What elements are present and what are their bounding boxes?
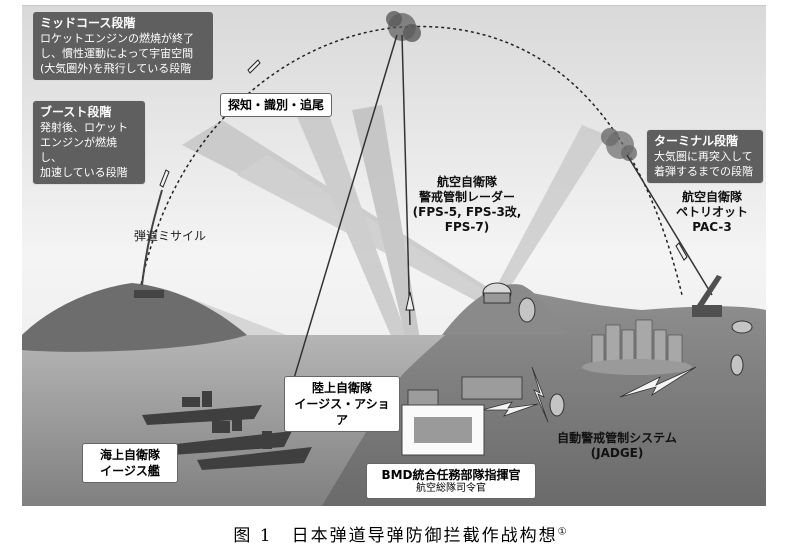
radar-label-line-2: 警戒管制レーダー [418,190,515,204]
boost-line-2: エンジンが燃焼し、 [40,136,117,164]
terminal-line-1: 大気圏に再突入して [654,150,753,163]
boost-title: ブースト段階 [40,105,112,119]
midcourse-title: ミッドコース段階 [40,16,136,30]
patriot-launcher [692,275,722,317]
city [582,319,692,375]
aegis-ship-label: 海上自衛隊 イージス艦 [82,443,178,483]
hill [442,284,567,335]
patriot-label-line-1: 航空自衛隊 [681,190,742,204]
terminal-box: ターミナル段階 大気圏に再突入して 着弾するまでの段階 [646,129,764,184]
illustration: ミッドコース段階 ロケットエンジンの燃焼が終了 し、慣性運動によって宇宙空間 (… [22,5,766,506]
radar-label: 航空自衛隊 警戒管制レーダー (FPS-5, FPS-3改, FPS-7) [402,175,532,235]
patriot-label-line-3: PAC-3 [692,220,732,234]
terminal-title: ターミナル段階 [654,134,739,148]
radar-label-line-4: FPS-7) [444,220,490,234]
comm-links [481,366,697,423]
boost-line-3: 加速している段階 [40,166,128,179]
jadge-line-2: (JADGE) [590,446,644,460]
jadge-line-1: 自動警戒管制システム [557,431,677,445]
left-island [22,283,247,352]
aegis-ship-line-1: 海上自衛隊 [99,448,160,462]
midcourse-line-1: ロケットエンジンの燃焼が終了 [40,32,194,45]
caption-text: 图 1 日本弹道导弹防御拦截作战构想 [233,526,558,546]
aegis-ashore-label: 陸上自衛隊 イージス・アショア [284,376,400,432]
midcourse-line-2: し、慣性運動によって宇宙空間 [40,47,194,60]
aegis-ship-line-2: イージス艦 [100,464,160,478]
aegis-ashore-site [407,376,523,409]
midcourse-line-3: (大気圏外)を飛行している段階 [40,62,192,75]
launch-plume [134,189,164,298]
bmd-command-panel [401,404,485,456]
radar-label-line-3: (FPS-5, FPS-3改, [412,205,522,219]
aegis-ships [142,391,312,470]
terminal-line-2: 着弾するまでの段階 [654,165,753,178]
explosion-top [386,11,421,42]
interceptor-trails [291,34,713,386]
radar-dome [482,282,512,304]
figure-caption: 图 1 日本弹道导弹防御拦截作战构想① [0,521,800,546]
patriot-label-line-2: ペトリオット [675,205,748,219]
jadge-label: 自動警戒管制システム (JADGE) [542,431,692,461]
boost-box: ブースト段階 発射後、ロケット エンジンが燃焼し、 加速している段階 [32,100,146,185]
aegis-ashore-line-1: 陸上自衛隊 [311,381,372,395]
detect-label: 探知・識別・追尾 [220,93,332,117]
bmd-main: BMD統合任務部隊指揮官 [381,468,521,482]
missiles [159,59,688,311]
radar-dishes [518,297,753,417]
bmd-sub: 航空総隊司令官 [416,483,486,494]
missile-label: 弾道ミサイル [134,229,207,243]
boost-line-1: 発射後、ロケット [40,121,128,134]
midcourse-box: ミッドコース段階 ロケットエンジンの燃焼が終了 し、慣性運動によって宇宙空間 (… [32,11,214,81]
aegis-ashore-line-2: イージス・アショア [294,397,390,427]
patriot-label: 航空自衛隊 ペトリオット PAC-3 [662,190,762,235]
explosion-terminal [601,128,637,161]
bmd-label: BMD統合任務部隊指揮官 航空総隊司令官 [366,463,536,499]
radar-label-line-1: 航空自衛隊 [436,175,497,189]
caption-footnote-mark: ① [557,526,567,538]
